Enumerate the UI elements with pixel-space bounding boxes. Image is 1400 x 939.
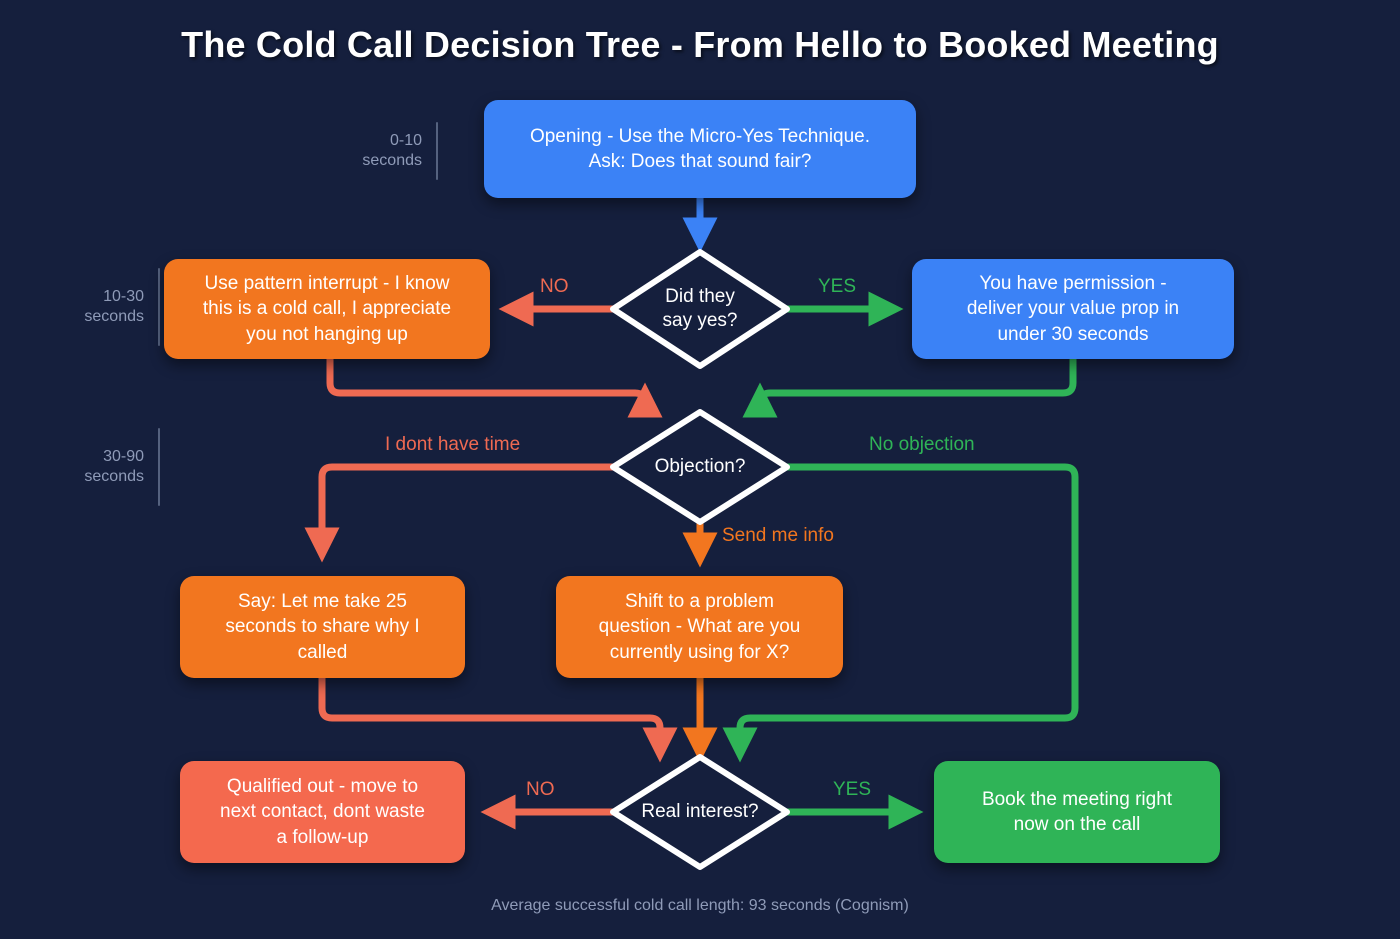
edge-pattern-to-objection <box>326 359 663 418</box>
edge-label-i-dont-have-time: I dont have time <box>385 434 521 455</box>
node-book-meeting[interactable]: Book the meeting right now on the call <box>934 761 1220 863</box>
edge-objection-none <box>722 463 1079 763</box>
timeline-label-30-90: 30-90 seconds <box>84 448 144 485</box>
timeline-rule-10-30 <box>158 268 160 346</box>
node-qualified-out[interactable]: Qualified out - move to next contact, do… <box>180 761 465 863</box>
edge-label-yes-1: YES <box>818 276 857 297</box>
timeline-label-0-10: 0-10 seconds <box>362 132 422 169</box>
decision-real-interest <box>610 754 790 870</box>
node-take-25-seconds[interactable]: Say: Let me take 25 seconds to share why… <box>180 576 465 678</box>
edge-label-no-objection: No objection <box>869 434 975 455</box>
edge-label-no-1: NO <box>540 276 569 297</box>
edge-label-send-me-info: Send me info <box>722 525 834 546</box>
timeline-rule-0-10 <box>436 122 438 180</box>
node-pattern-interrupt[interactable]: Use pattern interrupt - I know this is a… <box>164 259 490 359</box>
node-opening[interactable]: Opening - Use the Micro-Yes Technique. A… <box>484 100 916 198</box>
timeline-rule-30-90 <box>158 428 160 506</box>
footnote: Average successful cold call length: 93 … <box>491 897 909 914</box>
timeline-label-10-30: 10-30 seconds <box>84 288 144 325</box>
decision-did-they-say-yes <box>610 249 790 369</box>
edge-permission-to-objection <box>742 359 1077 418</box>
timeline-tick-0-10: 0-10 seconds <box>330 122 438 180</box>
edge-label-no-2: NO <box>526 779 555 800</box>
edge-label-yes-2: YES <box>833 779 872 800</box>
edge-take25-to-interest <box>318 678 678 763</box>
node-permission[interactable]: You have permission - deliver your value… <box>912 259 1234 359</box>
edge-objection-no-time <box>304 463 613 563</box>
page-title: The Cold Call Decision Tree - From Hello… <box>181 24 1219 65</box>
timeline-tick-10-30: 10-30 seconds <box>0 268 160 346</box>
decision-objection <box>610 409 790 525</box>
node-problem-question[interactable]: Shift to a problem question - What are y… <box>556 576 843 678</box>
timeline-tick-30-90: 30-90 seconds <box>0 428 160 506</box>
